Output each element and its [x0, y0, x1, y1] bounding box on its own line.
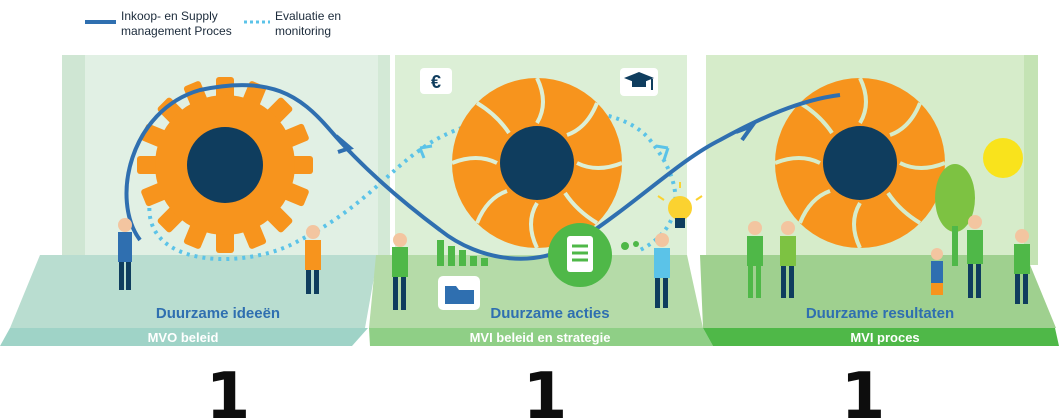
- graduation-cap-icon: [620, 68, 658, 96]
- person-3c: [931, 248, 943, 295]
- monitoring-arrow-1: [418, 144, 433, 159]
- monitoring-arrow-2: [655, 144, 670, 161]
- tree-icon: [935, 164, 975, 266]
- band-2: [369, 328, 713, 346]
- sun-icon: [983, 138, 1023, 178]
- panel-1-floor: [10, 255, 378, 328]
- legend-monitoring-label-2: monitoring: [275, 24, 331, 38]
- band-3-label: MVI proces: [850, 330, 919, 345]
- legend: Inkoop- en Supply management Proces Eval…: [85, 9, 341, 38]
- panel-3-title: Duurzame resultaten: [806, 305, 954, 322]
- legend-process-label-1: Inkoop- en Supply: [121, 9, 218, 23]
- panel-1-right-wall: [378, 55, 390, 265]
- panel-2-title: Duurzame acties: [490, 305, 609, 322]
- band-3: [703, 328, 1059, 346]
- gear-2-segments: [451, 77, 623, 249]
- euro-icon: €: [420, 68, 452, 94]
- panel-1-left-wall: [62, 55, 85, 265]
- bands: MVO beleid MVI beleid en strategie MVI p…: [0, 328, 1059, 346]
- person-3b: [780, 221, 796, 298]
- band-1-label: MVO beleid: [148, 330, 219, 345]
- euro-symbol: €: [431, 72, 441, 92]
- step-number-3: 1: [841, 360, 886, 418]
- band-2-label: MVI beleid en strategie: [470, 330, 611, 345]
- person-right-2: [654, 233, 670, 308]
- panel-1-title: Duurzame ideeën: [156, 305, 280, 322]
- dot-icon: [633, 241, 639, 247]
- panel-3-right-wall: [1024, 55, 1038, 265]
- step-number-2: 1: [523, 360, 568, 418]
- gear-3-segments: [774, 77, 946, 249]
- gear-1: [137, 77, 313, 253]
- step-number-1: 1: [206, 360, 251, 418]
- people: [118, 215, 1030, 310]
- gear-3: [774, 77, 946, 249]
- document-icon: [548, 223, 612, 287]
- gear-2-core: [500, 126, 574, 200]
- gear-2: [451, 77, 623, 249]
- person-left-1: [118, 218, 132, 290]
- lightbulb-icon: [657, 182, 703, 228]
- band-1: [0, 328, 368, 346]
- gear-3-core: [823, 126, 897, 200]
- person-3d: [967, 215, 983, 298]
- person-3e: [1014, 229, 1030, 304]
- gear-1-core: [187, 127, 263, 203]
- legend-process-label-2: management Proces: [121, 24, 232, 38]
- person-3a: [747, 221, 763, 298]
- dot-icon: [621, 242, 629, 250]
- person-right-1: [305, 225, 321, 294]
- folder-icon: [438, 276, 480, 310]
- legend-monitoring-label-1: Evaluatie en: [275, 9, 341, 23]
- process-arrow-2: [735, 121, 758, 142]
- bar-chart-icon: [437, 240, 488, 266]
- process-arrow-1: [334, 134, 354, 154]
- process-line: [124, 82, 841, 261]
- person-left-2: [392, 233, 408, 310]
